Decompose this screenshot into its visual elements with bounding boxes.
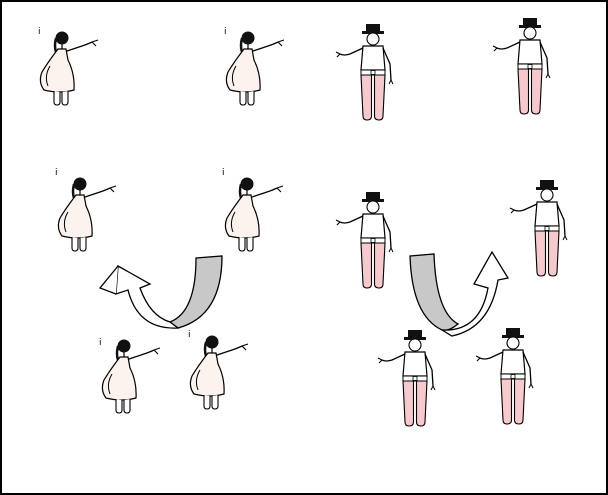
woman-figure-middle-left: i xyxy=(55,168,118,253)
curved-arrow-left-icon xyxy=(98,255,223,329)
man-figure-bottom-left xyxy=(377,329,436,427)
curved-arrow-right-icon xyxy=(409,250,510,337)
woman-figure-top-middle: i xyxy=(224,27,286,107)
woman-label: i xyxy=(188,330,191,340)
woman-figure-bottom-left: i xyxy=(99,338,162,415)
man-figure-top-right xyxy=(492,17,551,115)
woman-figure-top-left: i xyxy=(38,27,100,107)
woman-figure-bottom-right: i xyxy=(188,330,250,411)
man-figure-middle-left xyxy=(335,191,394,289)
woman-label: i xyxy=(224,27,227,37)
man-figure-bottom-right xyxy=(475,327,534,425)
woman-label: i xyxy=(222,168,225,178)
woman-figure-middle-right: i xyxy=(222,168,285,253)
woman-label: i xyxy=(55,168,58,178)
woman-label: i xyxy=(99,338,102,348)
man-figure-middle-right xyxy=(509,179,568,277)
woman-label: i xyxy=(38,27,41,37)
man-figure-top-left xyxy=(335,23,394,121)
